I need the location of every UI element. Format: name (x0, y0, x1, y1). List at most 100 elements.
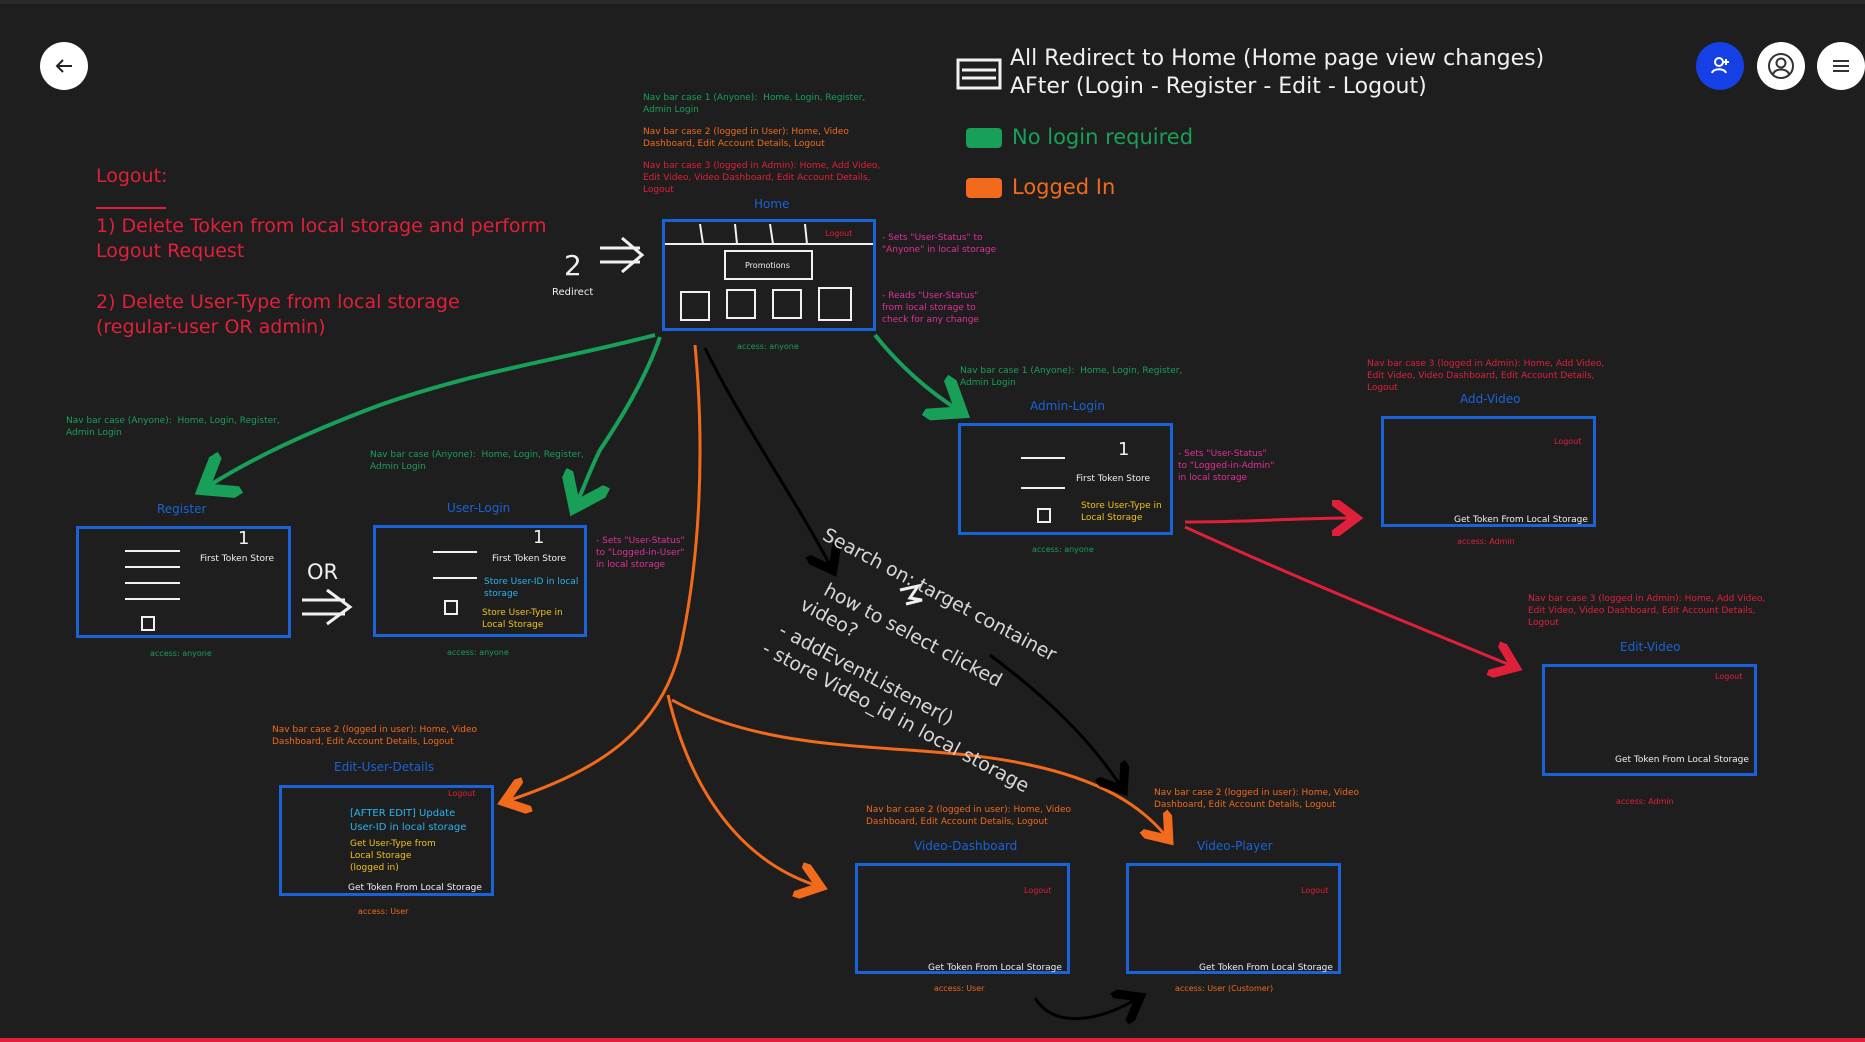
register-frame: 1 First Token Store (76, 526, 291, 638)
videodash-logout-link: Logout (1024, 886, 1052, 895)
edituser-get2: Local Storage (350, 851, 412, 861)
register-title: Register (157, 502, 207, 516)
home-promotions: Promotions (745, 261, 790, 270)
home-note2c: check for any change (882, 315, 979, 325)
logout-step2a: 2) Delete User-Type from local storage (96, 291, 460, 313)
arrow-dash-to-player (1033, 998, 1135, 1019)
edituser-after2: User-ID in local storage (350, 822, 467, 833)
editvideo-token: Get Token From Local Storage (1615, 755, 1749, 765)
home-note1b: "Anyone" in local storage (882, 245, 997, 255)
arrow-home-to-videoplayer (671, 698, 1165, 835)
profile-button[interactable] (1757, 42, 1805, 90)
hamburger-icon (1833, 60, 1849, 72)
user-icon (1768, 53, 1794, 79)
userlogin-title: User-Login (447, 501, 511, 515)
userlogin-store2a: Store User-Type in (482, 608, 563, 618)
logout-step1b: Logout Request (96, 240, 245, 262)
userlogin-noteb: to "Logged-in-User" (596, 548, 685, 558)
register-first-token: First Token Store (200, 554, 275, 564)
videodash-access: access: User (934, 984, 985, 993)
logout-title: Logout: (96, 165, 168, 187)
home-frame: Logout Promotions (662, 219, 876, 331)
adminlogin-notea: - Sets "User-Status" (1178, 449, 1267, 459)
arrow-home-to-adminlogin (873, 333, 955, 408)
videoplayer-frame: Logout Get Token From Local Storage (1126, 863, 1341, 974)
home-logout-link: Logout (825, 229, 853, 238)
star-sketch (899, 583, 923, 606)
edituser-get3: (logged in) (350, 863, 399, 873)
home-access: access: anyone (737, 342, 799, 351)
videoplayer-nava: Nav bar case 2 (logged in user): Home, V… (1154, 788, 1360, 798)
adminlogin-step-number: 1 (1118, 439, 1130, 460)
videodash-title: Video-Dashboard (914, 839, 1018, 853)
userlogin-navb: Admin Login (370, 462, 426, 472)
adminlogin-first-token: First Token Store (1076, 474, 1151, 484)
addvideo-navb: Edit Video, Video Dashboard, Edit Accoun… (1367, 371, 1595, 381)
userlogin-store2b: Local Storage (482, 620, 544, 630)
addvideo-navc: Logout (1367, 383, 1398, 393)
edituser-token: Get Token From Local Storage (348, 883, 482, 893)
menu-button[interactable] (1817, 42, 1865, 90)
editvideo-navc: Logout (1528, 618, 1559, 628)
legend-white-swatch (956, 58, 1002, 90)
arrow-home-to-edituser (510, 344, 702, 800)
home-nav3b: Edit Video, Video Dashboard, Edit Accoun… (643, 173, 871, 183)
arrow-home-to-videodash (666, 694, 815, 885)
home-nav3c: Logout (643, 185, 674, 195)
legend-no-login: No login required (1012, 125, 1194, 149)
back-button[interactable] (40, 42, 88, 90)
add-user-icon (1711, 57, 1729, 74)
userlogin-nava: Nav bar case (Anyone): Home, Login, Regi… (370, 450, 584, 460)
adminlogin-navb: Admin Login (960, 378, 1016, 388)
edituser-get1: Get User-Type from (350, 839, 436, 849)
or-label: OR (307, 560, 339, 584)
editvideo-navb: Edit Video, Video Dashboard, Edit Accoun… (1528, 606, 1756, 616)
arrow-home-to-userlogin (578, 336, 662, 500)
adminlogin-storeb: Local Storage (1081, 513, 1143, 523)
adminlogin-nava: Nav bar case 1 (Anyone): Home, Login, Re… (960, 366, 1183, 376)
home-nav1b: Admin Login (643, 105, 699, 115)
videoplayer-access: access: User (Customer) (1175, 984, 1274, 993)
editvideo-logout-link: Logout (1715, 672, 1743, 681)
legend-logged-in: Logged In (1012, 175, 1116, 199)
home-nav1a: Nav bar case 1 (Anyone): Home, Login, Re… (643, 93, 866, 103)
home-note2a: - Reads "User-Status" (882, 291, 979, 301)
register-access: access: anyone (150, 649, 212, 658)
videoplayer-token: Get Token From Local Storage (1199, 963, 1333, 973)
logout-step2b: (regular-user OR admin) (96, 316, 326, 338)
addvideo-nava: Nav bar case 3 (logged in Admin): Home, … (1367, 359, 1605, 369)
userlogin-step-number: 1 (533, 527, 545, 548)
editvideo-access: access: Admin (1616, 797, 1674, 806)
arrow-adminlogin-to-editvideo (1184, 525, 1510, 665)
videodash-token: Get Token From Local Storage (928, 963, 1062, 973)
legend-redirect-line2: AFter (Login - Register - Edit - Logout) (1010, 74, 1427, 99)
adminlogin-access: access: anyone (1032, 545, 1094, 554)
edituser-after1: [AFTER EDIT] Update (350, 808, 456, 819)
addvideo-logout-link: Logout (1554, 437, 1582, 446)
adminlogin-title: Admin-Login (1030, 399, 1105, 413)
addvideo-frame: Logout Get Token From Local Storage (1381, 416, 1596, 527)
legend-orange-swatch (966, 178, 1002, 198)
userlogin-first-token: First Token Store (492, 554, 567, 564)
videodash-navb: Dashboard, Edit Account Details, Logout (866, 817, 1048, 827)
videodash-frame: Logout Get Token From Local Storage (855, 863, 1070, 974)
redirect-arrow (600, 236, 645, 274)
edituser-frame: Logout [AFTER EDIT] Update User-ID in lo… (279, 785, 494, 896)
home-nav3a: Nav bar case 3 (logged in Admin): Home, … (643, 161, 881, 171)
home-title: Home (754, 197, 790, 211)
redirect-label: Redirect (552, 287, 594, 298)
arrow-left-icon (55, 59, 72, 73)
home-nav2b: Dashboard, Edit Account Details, Logout (643, 139, 825, 149)
register-step-number: 1 (238, 528, 250, 549)
userlogin-notec: in local storage (596, 560, 666, 570)
home-note2b: from local storage to (882, 303, 976, 313)
adminlogin-frame: 1 First Token Store Store User-Type in L… (958, 423, 1173, 535)
adminlogin-storea: Store User-Type in (1081, 501, 1162, 511)
redirect-number: 2 (564, 249, 582, 282)
collaborators-button[interactable] (1696, 42, 1744, 90)
videoplayer-logout-link: Logout (1301, 886, 1329, 895)
bottom-border (0, 1038, 1865, 1042)
videoplayer-title: Video-Player (1197, 839, 1273, 853)
addvideo-title: Add-Video (1460, 392, 1521, 406)
